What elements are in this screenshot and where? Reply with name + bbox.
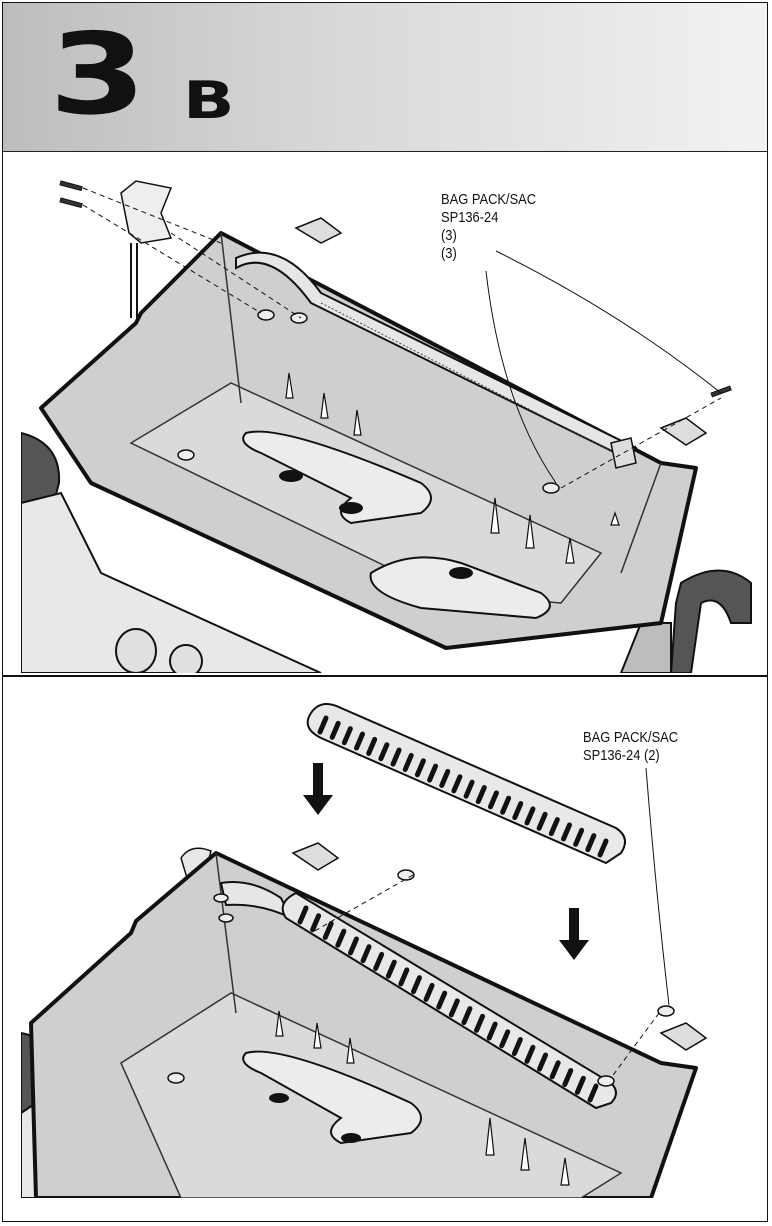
callout-line: BAG PACK/SAC bbox=[441, 191, 537, 208]
vent-slot bbox=[436, 990, 448, 1010]
vent-slot bbox=[335, 928, 347, 948]
step-header: 3 B bbox=[3, 3, 767, 152]
vent-slot bbox=[322, 920, 334, 940]
diagram-top-burner-install: BAG PACK/SAC SP136-24 (3) (3) bbox=[21, 153, 761, 673]
panel-divider bbox=[3, 675, 767, 677]
vent-slot bbox=[461, 1006, 473, 1026]
vent-slot bbox=[366, 736, 378, 756]
vent-slot bbox=[385, 959, 397, 979]
callout-line: SP136-24 (2) bbox=[583, 747, 660, 764]
burner-tube bbox=[235, 251, 638, 460]
vent-slot bbox=[317, 715, 329, 735]
grease-opening bbox=[242, 1050, 422, 1145]
diagram-bottom-illustration bbox=[21, 703, 708, 1198]
wing-nut bbox=[167, 869, 675, 1087]
vent-slot bbox=[402, 752, 414, 772]
callout-line: SP136-24 bbox=[441, 209, 499, 226]
vent-slot bbox=[536, 811, 548, 831]
vent-slot bbox=[537, 1052, 549, 1072]
callout-line: (3) bbox=[441, 245, 457, 262]
parts-callout-bottom: BAG PACK/SAC SP136-24 (2) bbox=[583, 729, 678, 765]
hinge bbox=[291, 842, 340, 871]
burner-bracket bbox=[610, 437, 637, 469]
vent-slot bbox=[414, 758, 426, 778]
hinge bbox=[659, 1022, 708, 1051]
vent-slot bbox=[354, 731, 366, 751]
vent-slot bbox=[524, 806, 536, 826]
step-letter: B bbox=[183, 71, 235, 131]
control-knob bbox=[169, 644, 203, 673]
wing-nut bbox=[177, 309, 560, 494]
heat-shield-lowering bbox=[306, 703, 626, 865]
vent-slot bbox=[341, 726, 353, 746]
vent-slot bbox=[500, 795, 512, 815]
vent-slot bbox=[587, 1083, 599, 1103]
vent-slot bbox=[329, 720, 341, 740]
vent-slot bbox=[373, 951, 385, 971]
vent-slot bbox=[297, 905, 309, 925]
callout-line: BAG PACK/SAC bbox=[583, 729, 679, 746]
right-handle bbox=[669, 569, 752, 673]
screw bbox=[59, 180, 732, 398]
hinge bbox=[659, 417, 708, 446]
vent-slot bbox=[410, 975, 422, 995]
vent-slot bbox=[562, 1068, 574, 1088]
grill-body bbox=[21, 491, 322, 673]
vent-slot bbox=[398, 967, 410, 987]
grill-side-right bbox=[619, 622, 672, 673]
vent-slot bbox=[439, 768, 451, 788]
ignitor-bracket bbox=[120, 180, 173, 244]
vent-slot bbox=[548, 817, 560, 837]
control-knob bbox=[115, 628, 157, 673]
heat-shield-installed bbox=[281, 891, 617, 1110]
vent-slot bbox=[511, 1037, 523, 1057]
vent-slot bbox=[574, 1075, 586, 1095]
down-arrow bbox=[559, 908, 589, 960]
vent-slot bbox=[451, 774, 463, 794]
vent-slot bbox=[487, 790, 499, 810]
heat-fins bbox=[285, 372, 620, 564]
down-arrow bbox=[303, 763, 333, 815]
vent-slot bbox=[310, 913, 322, 933]
vent-slot bbox=[560, 822, 572, 842]
heat-fins bbox=[275, 1010, 570, 1186]
vent-slot bbox=[360, 944, 372, 964]
vent-slot bbox=[463, 779, 475, 799]
vent-slot bbox=[549, 1060, 561, 1080]
vent-slot bbox=[378, 742, 390, 762]
vent-slot bbox=[499, 1029, 511, 1049]
parts-callout-top: BAG PACK/SAC SP136-24 (3) (3) bbox=[441, 191, 536, 263]
vent-slot bbox=[573, 827, 585, 847]
vent-slot bbox=[448, 998, 460, 1018]
hinge bbox=[294, 217, 343, 244]
vent-slot bbox=[474, 1013, 486, 1033]
vent-slot bbox=[597, 838, 609, 858]
grease-opening bbox=[369, 556, 551, 620]
vent-slot bbox=[423, 982, 435, 1002]
grease-opening bbox=[242, 430, 432, 525]
vent-slot bbox=[512, 801, 524, 821]
callout-line: (3) bbox=[441, 227, 457, 244]
vent-slot bbox=[427, 763, 439, 783]
vent-slot bbox=[475, 785, 487, 805]
diagram-top-illustration bbox=[21, 180, 752, 673]
vent-slot bbox=[347, 936, 359, 956]
vent-slot bbox=[585, 833, 597, 853]
vent-slot bbox=[390, 747, 402, 767]
diagram-bottom-heat-shield-install: BAG PACK/SAC SP136-24 (2) bbox=[21, 693, 761, 1198]
vent-slot bbox=[524, 1044, 536, 1064]
vent-slot bbox=[486, 1021, 498, 1041]
step-number: 3 bbox=[49, 10, 146, 140]
